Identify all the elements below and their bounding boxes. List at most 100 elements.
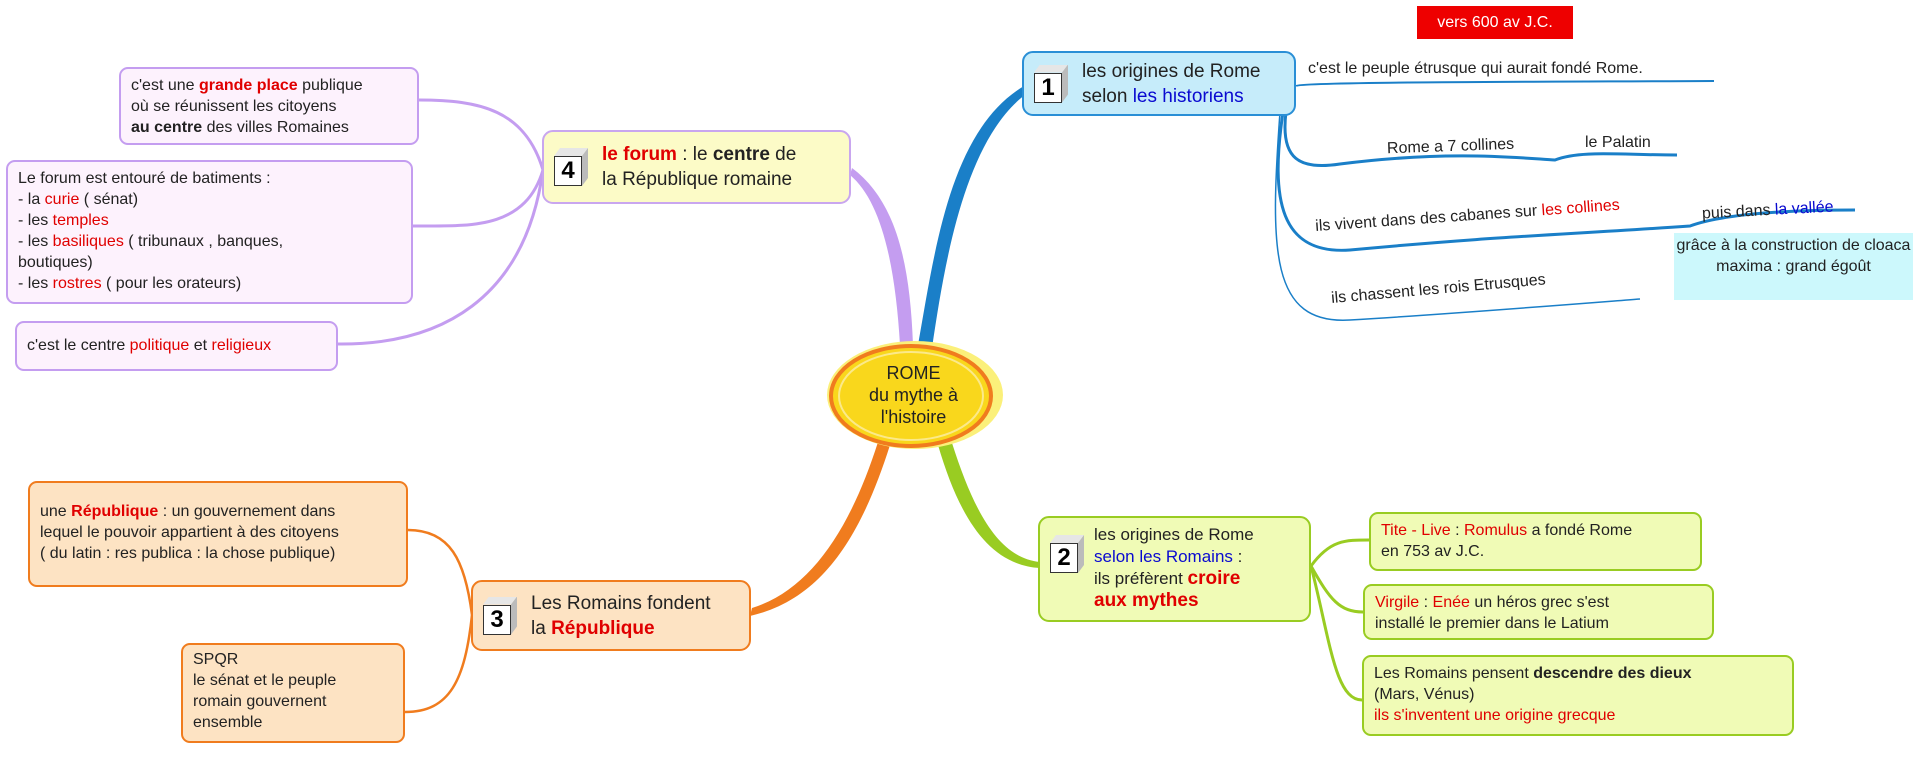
text-run: les origines de Rome	[1094, 525, 1254, 544]
text-line: aux mythes	[1094, 590, 1301, 612]
text-run: des villes Romaines	[202, 119, 349, 136]
text-line: Tite - Live : Romulus a fondé Rome	[1381, 520, 1690, 541]
text-line: en 753 av J.C.	[1381, 541, 1690, 562]
text-run: - les	[18, 233, 53, 250]
note-descendre-des-dieux[interactable]: Les Romains pensent descendre des dieux (…	[1362, 655, 1794, 736]
note-centre-politique[interactable]: c'est le centre politique et religieux	[15, 321, 338, 371]
text-line: le forum : le centre de	[602, 142, 839, 167]
text-run: Tite - Live	[1381, 522, 1451, 539]
branch-label-peuple-etrusque[interactable]: c'est le peuple étrusque qui aurait fond…	[1308, 60, 1643, 77]
text-run: le sénat et le peuple	[193, 672, 337, 689]
text-line: au centre des villes Romaines	[131, 117, 407, 138]
text-line: le sénat et le peuple	[193, 670, 393, 691]
text-run: le forum	[602, 144, 677, 165]
text-run: Les Romains pensent	[1374, 665, 1534, 682]
text-run: SPQR	[193, 651, 239, 668]
text-run: Le forum est entouré de batiments :	[18, 170, 271, 187]
text-run: ( du latin : res publica : la chose publ…	[40, 545, 336, 562]
number-cube-icon: 3	[483, 596, 517, 635]
topic-origines-romains[interactable]: 2 les origines de Rome selon les Romains …	[1038, 516, 1311, 622]
text-line: - les rostres ( pour les orateurs)	[18, 273, 401, 294]
central-title-line: du mythe à	[868, 385, 959, 405]
text-line: installé le premier dans le Latium	[1375, 613, 1702, 634]
text-run: de	[769, 144, 797, 165]
central-topic[interactable]: ROME du mythe à l'histoire	[823, 340, 1004, 451]
text-run: boutiques)	[18, 254, 93, 271]
text-line: Virgile : Enée un héros grec s'est	[1375, 592, 1702, 613]
number-cube-icon: 1	[1034, 64, 1068, 103]
text-run: ( pour les orateurs)	[101, 275, 242, 292]
text-block: Les Romains pensent descendre des dieux (…	[1374, 663, 1782, 726]
text-run: où se réunissent les citoyens	[131, 98, 337, 115]
text-run: et	[189, 337, 212, 354]
text-run: selon les Romains	[1094, 547, 1233, 566]
text-line: les origines de Rome	[1082, 59, 1284, 84]
text-run: c'est le centre	[27, 337, 130, 354]
text-block: c'est le centre politique et religieux	[27, 335, 326, 356]
text-run: aux mythes	[1094, 590, 1199, 611]
text-line: selon les Romains :	[1094, 546, 1301, 568]
text-block: c'est une grande place publique où se réu…	[131, 75, 407, 138]
node-2-subbranches	[1309, 538, 1370, 702]
text-run: au centre	[131, 119, 203, 136]
branch-to-node-3	[750, 442, 890, 616]
text-run: grande place	[198, 77, 298, 94]
text-run: Enée	[1432, 594, 1470, 611]
text-line: Les Romains pensent descendre des dieux	[1374, 663, 1782, 684]
node-3-subbranches	[404, 528, 474, 714]
text-run: Virgile	[1375, 594, 1420, 611]
text-run: - les	[18, 212, 53, 229]
text-line: ( du latin : res publica : la chose publ…	[40, 543, 396, 564]
text-run: croire	[1187, 568, 1241, 589]
text-line: c'est une grande place publique	[131, 75, 407, 96]
text-block: Le forum est entouré de batiments : - la …	[18, 168, 401, 294]
text-run: - les	[18, 275, 53, 292]
note-grande-place[interactable]: c'est une grande place publique où se réu…	[119, 67, 419, 145]
text-run: ils préfèrent	[1094, 569, 1188, 588]
text-run: basiliques	[52, 233, 124, 250]
branch-to-node-1	[918, 86, 1026, 348]
text-run: (Mars, Vénus)	[1374, 686, 1475, 703]
text-run: :	[1450, 522, 1464, 539]
text-run: ( sénat)	[79, 191, 139, 208]
text-run: les historiens	[1132, 86, 1244, 107]
note-batiments[interactable]: Le forum est entouré de batiments : - la …	[6, 160, 413, 304]
text-line: ils préfèrent croire	[1094, 568, 1301, 590]
text-line: où se réunissent les citoyens	[131, 96, 407, 117]
text-line: - la curie ( sénat)	[18, 189, 401, 210]
note-cloaca-maxima[interactable]: grâce à la construction de cloaca maxima…	[1674, 233, 1913, 300]
note-spqr[interactable]: SPQR le sénat et le peuple romain gouverne…	[181, 643, 405, 743]
text-run: :	[1232, 547, 1243, 566]
number-cube-icon: 2	[1050, 535, 1084, 573]
text-line: SPQR	[193, 649, 393, 670]
text-run: centre	[712, 144, 770, 165]
text-run: - la	[18, 191, 45, 208]
text-line: la République romaine	[602, 167, 839, 192]
text-line: romain gouvernent	[193, 691, 393, 712]
text-run: ( tribunaux , banques,	[123, 233, 284, 250]
text-run: République	[551, 618, 655, 639]
text-line: la République	[531, 616, 739, 641]
text-line: Le forum est entouré de batiments :	[18, 168, 401, 189]
text-line: selon les historiens	[1082, 84, 1284, 109]
branch-label-palatin[interactable]: le Palatin	[1585, 134, 1651, 151]
text-line: les origines de Rome	[1094, 524, 1301, 546]
text-run: c'est une	[131, 77, 199, 94]
text-run: curie	[44, 191, 80, 208]
text-run: descendre des dieux	[1533, 665, 1692, 682]
text-line: une République : un gouvernement dans	[40, 501, 396, 522]
date-tag: vers 600 av J.C.	[1417, 6, 1573, 39]
text-run: temples	[52, 212, 109, 229]
